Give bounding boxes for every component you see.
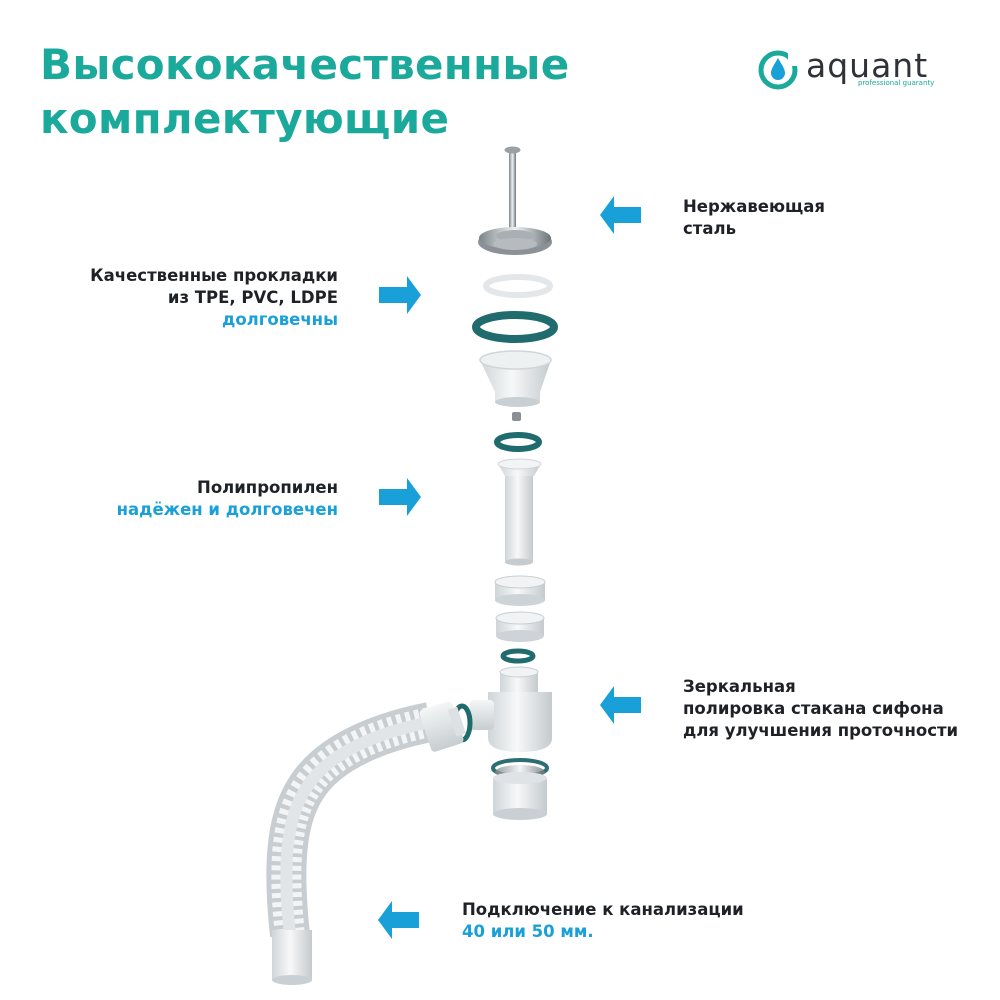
- green-gasket-small: [500, 648, 536, 664]
- label-steel: Нержавеющая сталь: [683, 197, 826, 238]
- water-drop-logo-icon: [758, 50, 798, 90]
- arrow-right-icon: [379, 276, 421, 314]
- arrow-left-icon: [600, 196, 641, 234]
- arrow-left-icon: [600, 686, 641, 724]
- brand-name: aquant: [806, 46, 929, 85]
- union-nut-2: [495, 611, 545, 642]
- corrugated-hose: [266, 701, 466, 985]
- arrow-right-icon: [379, 478, 421, 516]
- white-gasket: [483, 274, 553, 298]
- title-line-1: Высококачественные: [40, 40, 570, 89]
- green-gasket-medium: [494, 432, 542, 452]
- union-nut-1: [494, 575, 546, 606]
- aquant-logo: aquant professional guaranty: [758, 46, 958, 94]
- small-screw: [512, 412, 521, 421]
- label-sewer: Подключение к канализации 40 или 50 мм.: [462, 900, 744, 941]
- vertical-tube: [497, 458, 542, 566]
- brand-tagline: professional guaranty: [858, 79, 935, 87]
- label-polypropylene: Полипропилен надёжен и долговечен: [116, 478, 338, 519]
- title-line-2: комплектующие: [40, 94, 450, 143]
- green-gasket-large: [472, 311, 558, 343]
- arrow-left-icon: [378, 901, 419, 939]
- page-title: Высококачественные комплектующие: [40, 38, 660, 146]
- bottle-cup: [493, 772, 547, 820]
- funnel-part: [479, 350, 552, 407]
- siphon-bottle: [470, 666, 552, 752]
- stainless-strainer: [478, 146, 552, 255]
- label-gaskets: Качественные прокладки из TPE, PVC, LDPE…: [90, 266, 338, 329]
- label-mirror: Зеркальная полировка стакана сифона для …: [683, 677, 959, 740]
